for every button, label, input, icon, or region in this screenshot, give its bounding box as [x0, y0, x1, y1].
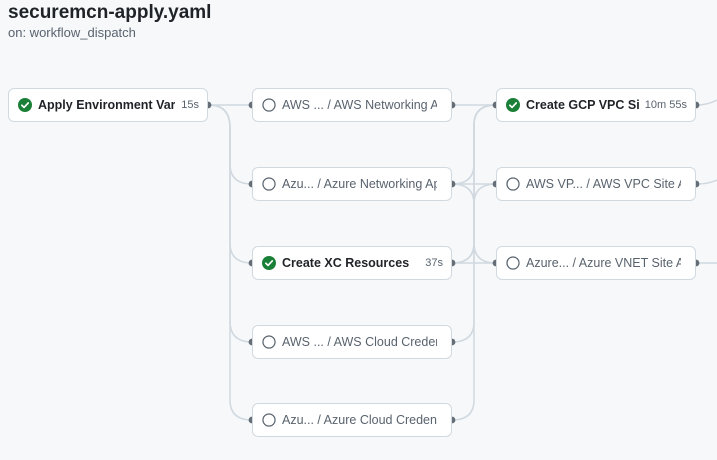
job-azure-networking-apply[interactable]: Azu... / Azure Networking Apply — [252, 167, 452, 201]
job-name: Create GCP VPC Site — [526, 98, 639, 112]
job-name: Azu... / Azure Networking Apply — [282, 177, 437, 191]
job-name: Azu... / Azure Cloud Credentials — [282, 413, 437, 427]
job-aws-vpc-site-apply[interactable]: AWS VP... / AWS VPC Site Apply — [496, 167, 696, 201]
connector-line — [451, 183, 497, 264]
job-name: Create XC Resources — [282, 256, 410, 270]
check-circle-icon — [262, 256, 276, 270]
job-aws-cloud-credentials[interactable]: AWS ... / AWS Cloud Credentials — [252, 325, 452, 359]
workflow-title[interactable]: securemcn-apply.yaml — [8, 2, 212, 23]
job-create-gcp-vpc-site[interactable]: Create GCP VPC Site 10m 55s — [496, 88, 696, 122]
empty-circle-icon — [506, 256, 520, 270]
job-apply-environment-variables[interactable]: Apply Environment Variabl... 15s — [8, 88, 208, 122]
check-circle-icon — [506, 98, 520, 112]
empty-circle-icon — [262, 413, 276, 427]
job-name: AWS ... / AWS Networking Apply — [282, 98, 437, 112]
workflow-trigger: on: workflow_dispatch — [8, 25, 136, 40]
job-azure-cloud-credentials[interactable]: Azu... / Azure Cloud Credentials — [252, 403, 452, 437]
connector-line — [208, 104, 253, 421]
empty-circle-icon — [262, 98, 276, 112]
empty-circle-icon — [506, 177, 520, 191]
job-duration: 15s — [181, 99, 199, 111]
job-azure-vnet-site-apply[interactable]: Azure... / Azure VNET Site Apply — [496, 246, 696, 280]
job-name: Apply Environment Variabl... — [38, 98, 176, 112]
check-circle-icon — [18, 98, 32, 112]
empty-circle-icon — [262, 335, 276, 349]
job-name: AWS ... / AWS Cloud Credentials — [282, 335, 437, 349]
job-duration: 10m 55s — [644, 99, 687, 111]
job-duration: 37s — [425, 257, 443, 269]
job-aws-networking-apply[interactable]: AWS ... / AWS Networking Apply — [252, 88, 452, 122]
job-name: Azure... / Azure VNET Site Apply — [526, 256, 681, 270]
empty-circle-icon — [262, 177, 276, 191]
job-name: AWS VP... / AWS VPC Site Apply — [526, 177, 681, 191]
job-create-xc-resources[interactable]: Create XC Resources 37s — [252, 246, 452, 280]
